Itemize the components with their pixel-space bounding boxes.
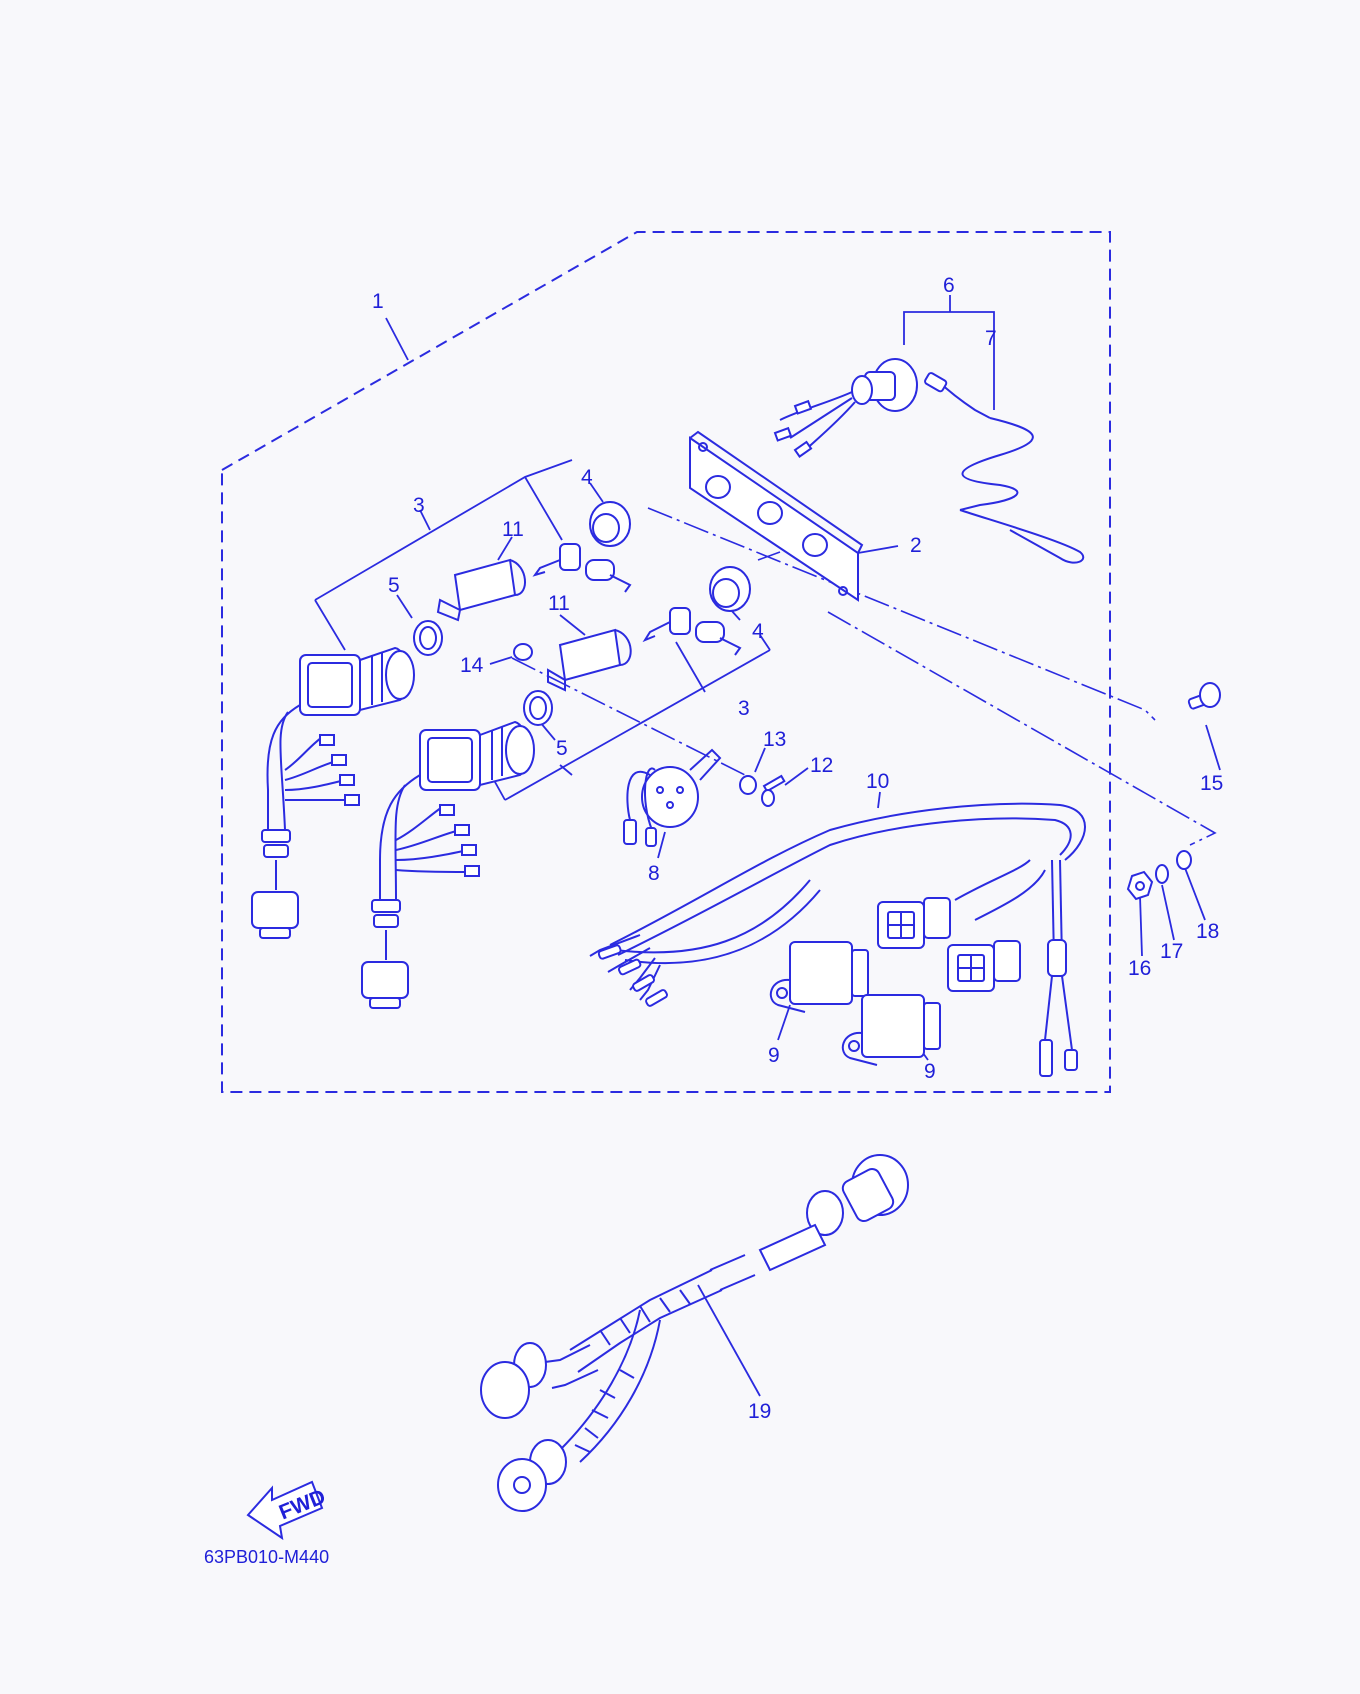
callout-7: 7: [985, 327, 997, 350]
part-3-main-switch-upper: [251, 646, 415, 939]
part-10-harness: [589, 802, 1086, 1077]
callout-labels: 1 2 3 3 4 4 5 5 6 7 8 9 9 10 11 11 12 13…: [372, 274, 1223, 1423]
callout-8: 8: [648, 862, 660, 885]
callout-4-upper: 4: [581, 466, 593, 489]
callout-9-left: 9: [768, 1044, 780, 1067]
keys-upper: [532, 543, 632, 593]
callout-18: 18: [1196, 920, 1219, 943]
callout-17: 17: [1160, 940, 1183, 963]
part-9-relay-left: [769, 941, 869, 1013]
part-4-bezel-lower: [709, 566, 751, 612]
part-8-buzzer: [623, 748, 722, 847]
leader-lines: [314, 295, 1221, 1397]
part-11-bracket-lower: [547, 628, 632, 692]
part-5-ring-lower: [523, 690, 553, 726]
callout-1: 1: [372, 290, 384, 313]
part-16-nut: [1126, 870, 1154, 901]
callout-16: 16: [1128, 957, 1151, 980]
callout-6: 6: [943, 274, 955, 297]
part-11-bracket-upper: [436, 558, 526, 622]
fwd-arrow-icon: FWD: [246, 1480, 329, 1541]
callout-13: 13: [763, 728, 786, 751]
callout-11-lower: 11: [548, 592, 570, 615]
callout-10: 10: [866, 770, 889, 793]
part-9-relay-right: [841, 994, 941, 1066]
callout-4-lower: 4: [752, 620, 764, 643]
assembly-boundary: [221, 231, 1111, 1093]
callout-3-upper: 3: [413, 494, 425, 517]
callout-11-upper: 11: [502, 518, 524, 541]
part-3-main-switch-lower: [361, 720, 535, 1009]
part-7-lanyard: [924, 372, 1085, 564]
callout-9-right: 9: [924, 1060, 936, 1083]
callout-5-upper: 5: [388, 574, 400, 597]
part-14-grommet: [513, 643, 533, 661]
callout-5-lower: 5: [556, 737, 568, 760]
callout-15: 15: [1200, 772, 1223, 795]
callout-14: 14: [460, 654, 484, 677]
keys-lower: [642, 607, 742, 656]
part-18-washer: [1176, 850, 1192, 870]
part-15-bolt: [1187, 682, 1221, 710]
part-6-kill-switch: [773, 358, 918, 458]
part-12-screw: [761, 774, 786, 807]
part-13-washer: [739, 775, 757, 795]
callout-12: 12: [810, 754, 833, 777]
callout-3-lower: 3: [738, 697, 750, 720]
part-19-extension-harness: [480, 1154, 909, 1512]
part-5-ring-upper: [413, 620, 443, 656]
part-2-panel-plate: [689, 430, 864, 602]
part-4-bezel-upper: [589, 501, 631, 547]
part-17-spring-washer: [1155, 864, 1169, 884]
callout-2: 2: [910, 534, 922, 557]
callout-19: 19: [748, 1400, 771, 1423]
drawing-code: 63PB010-M440: [204, 1547, 329, 1567]
